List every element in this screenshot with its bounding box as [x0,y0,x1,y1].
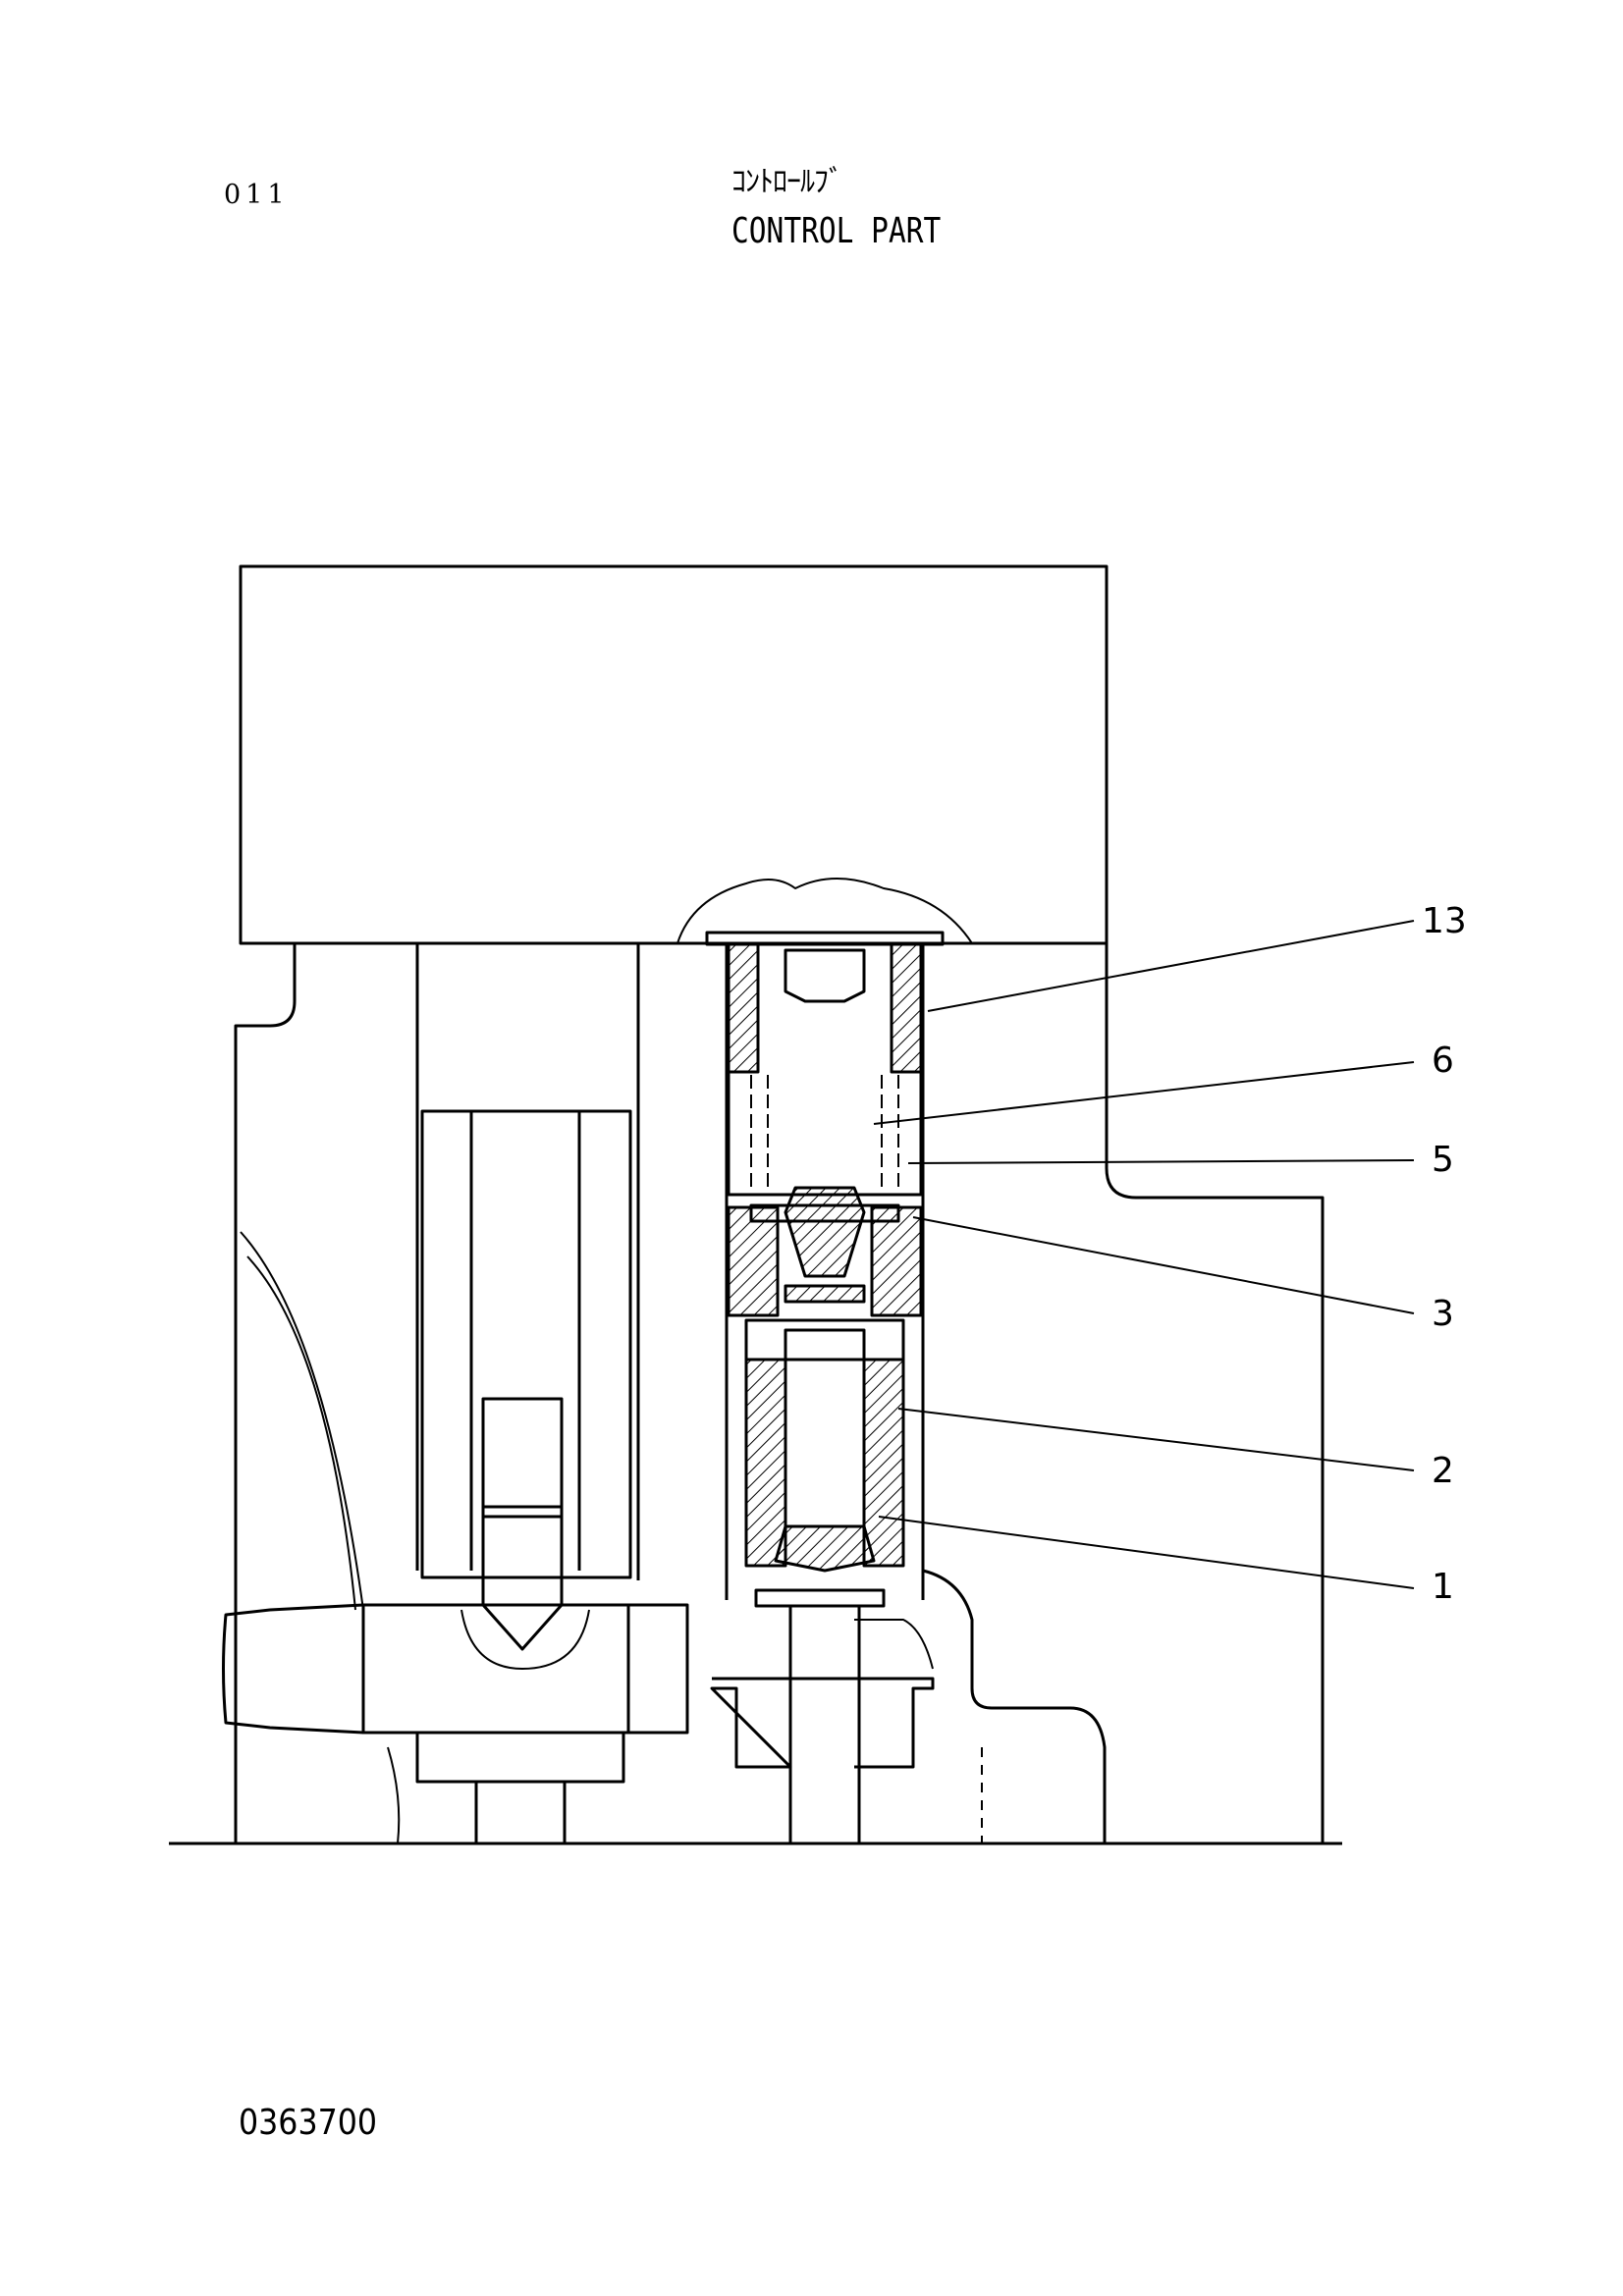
callout-2: 2 [1432,1451,1454,1491]
sleeve-left [727,942,760,1074]
title-japanese: ｺﾝﾄﾛｰﾙﾌﾞ [731,165,843,199]
callout-5: 5 [1432,1140,1454,1180]
left-bore [415,943,640,1580]
piston-rod [481,1397,564,1607]
housing-right [1105,943,1325,1843]
callout-6: 6 [1432,1041,1454,1081]
seat-left [727,1205,780,1317]
pin [222,1603,365,1735]
spring [750,1075,899,1193]
housing-curve [240,1231,364,1611]
leader-lines [873,920,1415,1589]
page-number: 011 [224,180,290,210]
callout-1: 1 [1432,1567,1454,1607]
sleeve-right [890,942,923,1074]
callout-13: 13 [1422,901,1467,941]
spool-sleeve-right [862,1358,905,1568]
poppet [784,1186,866,1278]
seat-right [870,1205,923,1317]
spool-seat [774,1524,876,1573]
drawing-number: 0363700 [239,2103,378,2143]
break-line [676,878,973,944]
housing-outline [234,943,297,1843]
upper-block [239,564,1109,945]
callout-3: 3 [1432,1294,1454,1334]
spool-sleeve-left [744,1358,787,1568]
piston-upper [420,1109,632,1579]
lower-rod [788,1604,861,1845]
page-title: CONTROL PART [731,211,942,251]
